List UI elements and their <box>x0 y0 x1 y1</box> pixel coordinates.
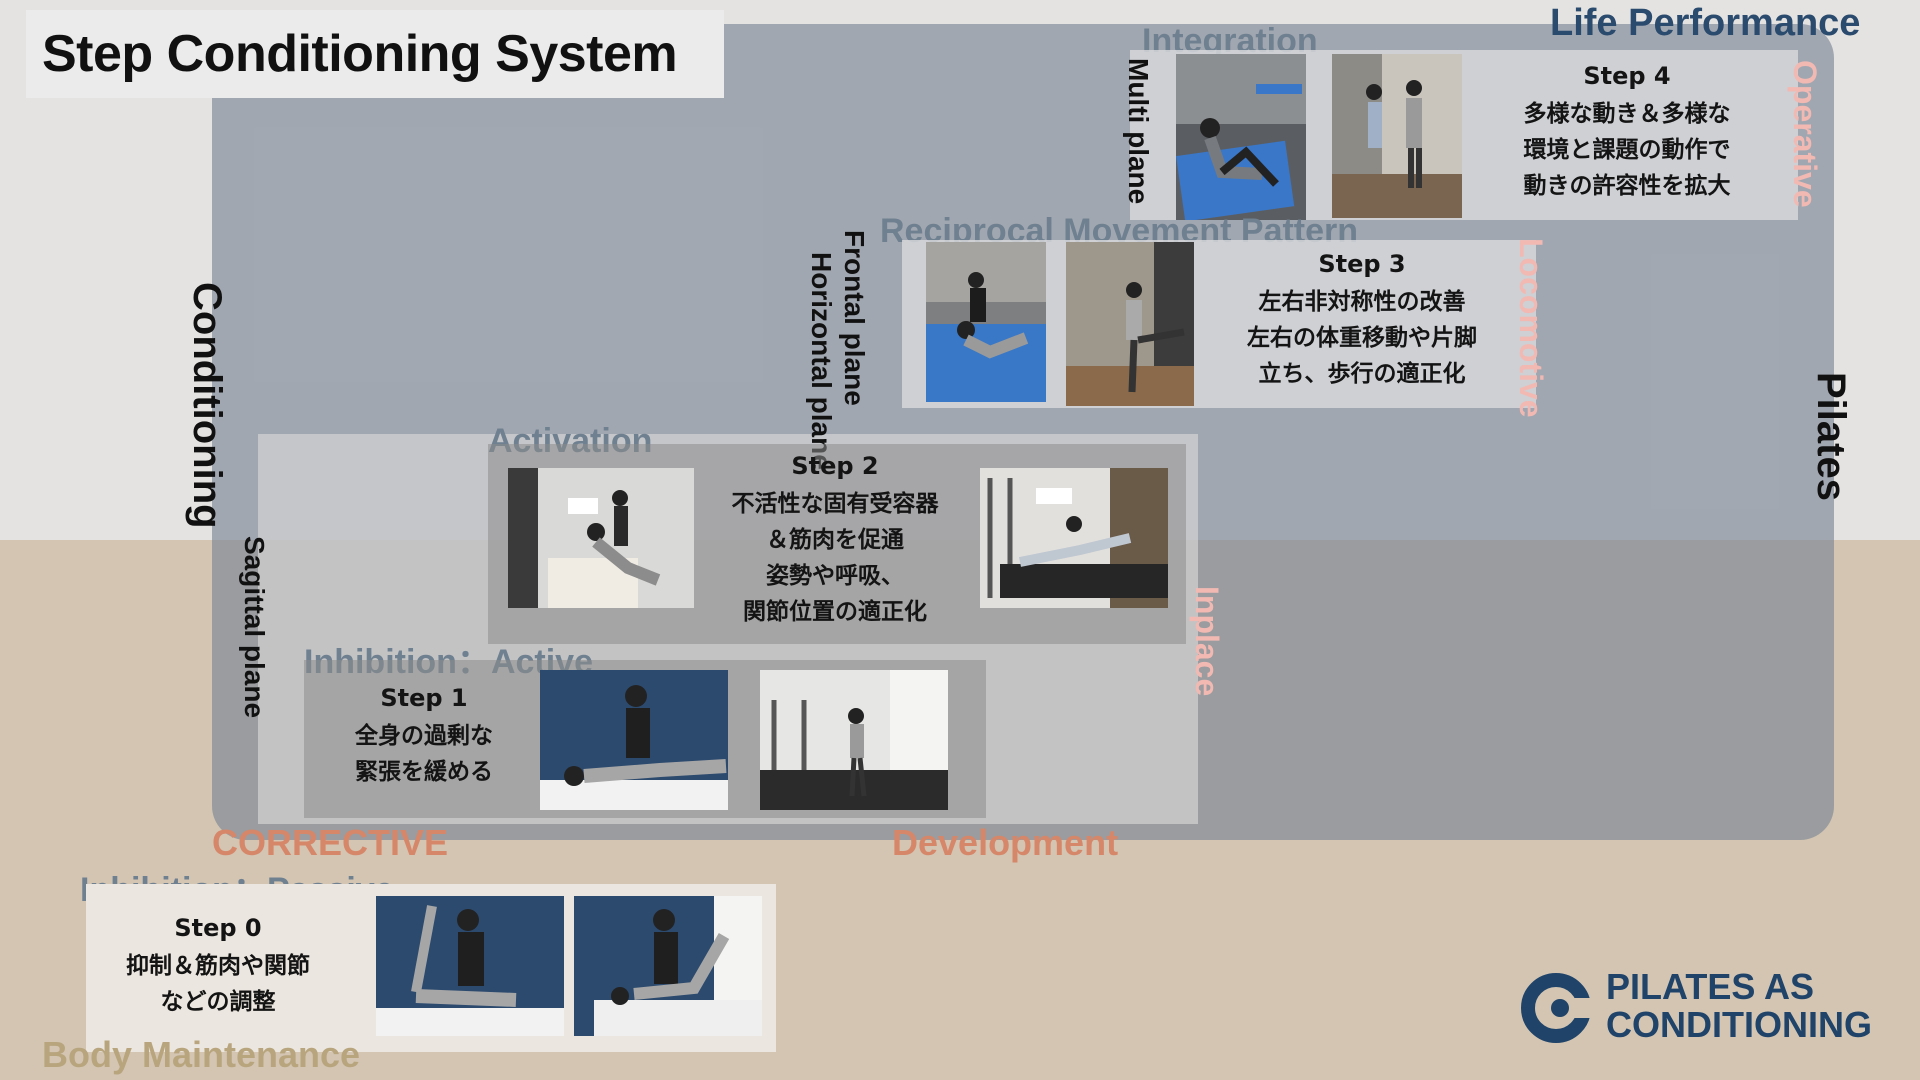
step-1-photo-studio <box>760 670 948 810</box>
step-4-box: Step 4 多様な動き＆多様な 環境と課題の動作で 動きの許容性を拡大 <box>1130 50 1798 220</box>
corrective-label: CORRECTIVE <box>212 822 449 863</box>
step-3-line-2: 左右の体重移動や片脚 <box>1247 325 1477 351</box>
step-4-line-1: 多様な動き＆多様な <box>1523 101 1731 127</box>
step-2-photo-reformer <box>980 468 1168 608</box>
step-2-line-4: 関節位置の適正化 <box>743 599 927 625</box>
conditioning-label: Conditioning <box>185 282 229 529</box>
step-1-heading: Step 1 <box>380 684 468 712</box>
step-0-photo-arm <box>376 896 564 1036</box>
step-3-line-1: 左右非対称性の改善 <box>1258 289 1466 315</box>
step-2-text: Step 2 不活性な固有受容器 ＆筋肉を促通 姿勢や呼吸、 関節位置の適正化 <box>710 452 960 630</box>
logo-mark-icon <box>1521 973 1592 1043</box>
operative-label: Operative <box>1787 60 1823 208</box>
step-1-line-2: 緊張を緩める <box>355 759 493 785</box>
step-4-photo-mat <box>1176 54 1306 220</box>
step-3-text: Step 3 左右非対称性の改善 左右の体重移動や片脚 立ち、歩行の適正化 <box>1202 250 1522 392</box>
step-0-line-2: などの調整 <box>160 989 276 1015</box>
step-3-heading: Step 3 <box>1318 250 1406 278</box>
logo-line-2: CONDITIONING <box>1606 1004 1872 1045</box>
step-3-line-3: 立ち、歩行の適正化 <box>1258 361 1466 387</box>
development-label: Development <box>892 822 1119 863</box>
step-1-box: Step 1 全身の過剰な 緊張を緩める <box>304 660 986 818</box>
step-0-box: Step 0 抑制＆筋肉や関節 などの調整 <box>86 884 776 1052</box>
body-maintenance-label: Body Maintenance <box>42 1034 361 1075</box>
step-4-line-3: 動きの許容性を拡大 <box>1523 173 1731 199</box>
step-2-line-3: 姿勢や呼吸、 <box>766 563 904 589</box>
life-performance-label: Life Performance <box>1550 2 1861 44</box>
page-title: Step Conditioning System <box>42 25 678 83</box>
horizontal-plane-label: Horizontal plane <box>806 252 837 470</box>
multi-plane-label: Multi plane <box>1123 58 1154 205</box>
step-1-photo-table <box>540 670 728 810</box>
step-0-photo-leg <box>574 896 762 1036</box>
step-2-heading: Step 2 <box>791 452 879 480</box>
step-0-text: Step 0 抑制＆筋肉や関節 などの調整 <box>98 914 338 1020</box>
step-2-photo-chair <box>508 468 694 608</box>
sagittal-plane-label: Sagittal plane <box>239 536 270 719</box>
step-2-line-1: 不活性な固有受容器 <box>731 491 939 517</box>
pilates-label: Pilates <box>1809 372 1853 501</box>
step-2-line-2: ＆筋肉を促通 <box>766 527 904 553</box>
step-1-text: Step 1 全身の過剰な 緊張を緩める <box>324 684 524 790</box>
logo-line-1: PILATES AS <box>1606 966 1815 1007</box>
title-box: Step Conditioning System <box>26 10 724 98</box>
step-4-line-2: 環境と課題の動作で <box>1523 137 1731 163</box>
step-4-text: Step 4 多様な動き＆多様な 環境と課題の動作で 動きの許容性を拡大 <box>1472 62 1782 204</box>
step-3-photo-mat <box>926 242 1046 402</box>
inplace-label: Inplace <box>1189 586 1225 697</box>
step-1-line-1: 全身の過剰な <box>355 723 493 749</box>
step-0-line-1: 抑制＆筋肉や関節 <box>126 953 310 979</box>
frontal-plane-label: Frontal plane <box>839 230 870 406</box>
step-3-box: Step 3 左右非対称性の改善 左右の体重移動や片脚 立ち、歩行の適正化 <box>902 240 1536 408</box>
step-4-photo-walk <box>1332 54 1462 218</box>
step-0-heading: Step 0 <box>174 914 262 942</box>
step-3-photo-stand <box>1066 242 1194 406</box>
step-4-heading: Step 4 <box>1583 62 1671 90</box>
pilates-as-conditioning-logo: PILATES AS CONDITIONING <box>1520 968 1900 1046</box>
step-2-box: Step 2 不活性な固有受容器 ＆筋肉を促通 姿勢や呼吸、 関節位置の適正化 <box>488 444 1186 644</box>
locomotive-label: Locomotive <box>1513 238 1549 418</box>
logo-text: PILATES AS CONDITIONING <box>1606 968 1872 1044</box>
